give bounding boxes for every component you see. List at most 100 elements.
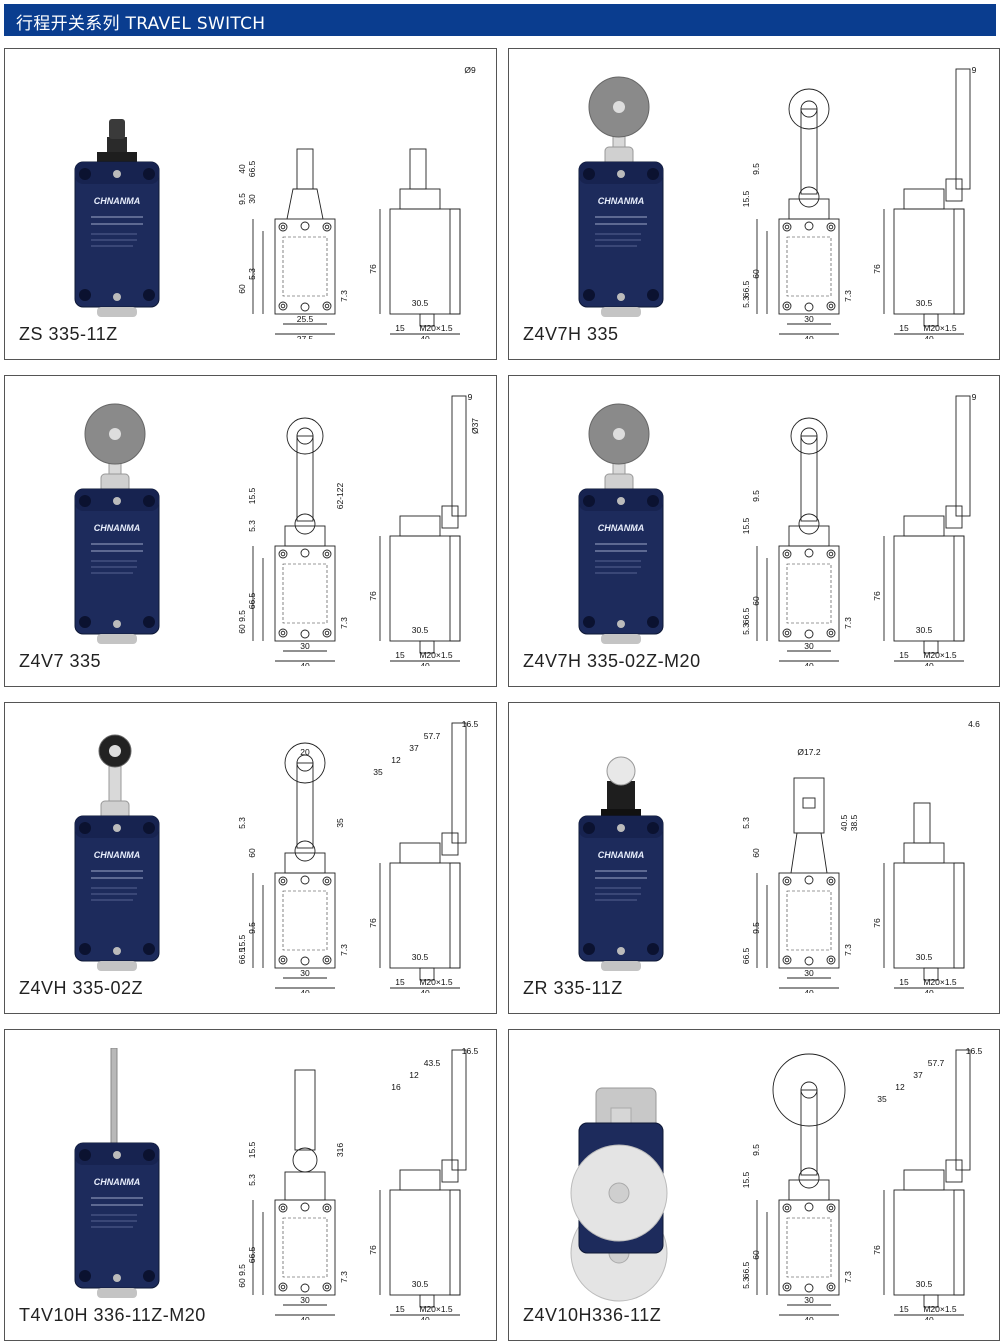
dimension-label: 76 <box>368 264 378 274</box>
product-model-label: Z4V7H 335 <box>523 324 619 344</box>
dimension-label: Ø37 <box>470 418 480 434</box>
dimension-label: 76 <box>872 918 882 928</box>
dimension-label: 5.3 <box>741 817 751 829</box>
dimension-label: 40 <box>420 661 430 666</box>
dimension-label: 15 <box>899 323 909 333</box>
actuator-image <box>97 119 137 164</box>
dimension-label: 30 <box>804 968 814 978</box>
dimension-label: 5.3 <box>247 520 257 532</box>
dimension-label: 15 <box>899 650 909 660</box>
brand-logo-text: CHNANMA <box>94 1177 141 1187</box>
dimension-label: 38.5 <box>849 814 859 831</box>
dimension-label: 57.7 <box>928 1058 945 1068</box>
dimension-label: 15.5 <box>741 190 751 207</box>
dimension-label: 62-122 <box>335 482 345 509</box>
dimension-label: 60 <box>237 284 247 294</box>
dimension-label: 60 <box>237 624 247 634</box>
product-photo: CHNANMA <box>74 734 160 971</box>
dimension-label: 5.3 <box>247 1174 257 1186</box>
dimension-label: 15 <box>899 977 909 987</box>
dimension-label: 7.3 <box>843 617 853 629</box>
product-photo <box>570 1087 668 1302</box>
dimension-label: 7.3 <box>339 290 349 302</box>
dimension-label: 35 <box>373 767 383 777</box>
dimension-label: 5.3 <box>741 296 751 308</box>
dimension-label: 40 <box>804 334 814 339</box>
dimension-label: 40 <box>924 334 934 339</box>
dimension-label: M20×1.5 <box>419 650 453 660</box>
brand-logo-text: CHNANMA <box>94 850 141 860</box>
dimension-label: 35 <box>335 818 345 828</box>
dimension-label: 5.3 <box>247 268 257 280</box>
dimension-label: 60 <box>751 269 761 279</box>
dimension-label: 40 <box>924 661 934 666</box>
dimension-label: 25.5 <box>297 314 314 324</box>
dimension-label: 30 <box>300 1295 310 1305</box>
dimension-label: 9.5 <box>751 1144 761 1156</box>
dimension-label: 16 <box>391 1082 401 1092</box>
product-model-label: ZR 335-11Z <box>523 978 623 998</box>
dimension-label: 76 <box>368 591 378 601</box>
dimension-label: 20 <box>300 747 310 757</box>
dimension-label: 37 <box>913 1070 923 1080</box>
dimension-label: 9.5 <box>247 922 257 934</box>
dimension-label: M20×1.5 <box>419 1304 453 1314</box>
dimension-label: 66.5 <box>247 160 257 177</box>
dimension-label: M20×1.5 <box>923 650 957 660</box>
dimension-label: 9.5 <box>751 490 761 502</box>
product-photo: CHNANMA <box>74 403 160 644</box>
dimension-label: 15 <box>395 977 405 987</box>
dimension-label: 12 <box>895 1082 905 1092</box>
dimension-label: 60 <box>247 848 257 858</box>
dimension-label: 40 <box>804 988 814 993</box>
brand-logo-text: CHNANMA <box>598 196 645 206</box>
dimension-label: 5.3 <box>741 1277 751 1289</box>
dimension-label: 76 <box>368 1245 378 1255</box>
dimension-label: 316 <box>335 1143 345 1157</box>
dimension-label: Ø17.2 <box>797 747 820 757</box>
dimension-label: 66.5 <box>741 607 751 624</box>
dimension-label: 27.5 <box>297 334 314 339</box>
dimension-label: 9.5 <box>237 193 247 205</box>
dimension-label: 12 <box>391 755 401 765</box>
dimension-label: 30.5 <box>916 1279 933 1289</box>
dimension-label: 30.5 <box>412 952 429 962</box>
dimension-label: 9 <box>468 392 473 402</box>
product-photo: CHNANMA <box>74 119 160 317</box>
product-photo: CHNANMA <box>74 1048 160 1298</box>
product-model-label: Z4V10H336-11Z <box>523 1305 662 1325</box>
dimension-label: Ø9 <box>464 65 476 75</box>
dimension-label: 15.5 <box>247 487 257 504</box>
dimension-label: 7.3 <box>339 944 349 956</box>
product-model-label: ZS 335-11Z <box>19 324 118 344</box>
dimension-label: 35 <box>877 1094 887 1104</box>
dimension-label: 66.5 <box>247 592 257 609</box>
dimension-label: 30.5 <box>916 952 933 962</box>
dimension-label: 60 <box>751 596 761 606</box>
dimension-label: 7.3 <box>339 1271 349 1283</box>
dimension-label: 9.5 <box>237 1264 247 1276</box>
dimension-label: 12 <box>409 1070 419 1080</box>
dimension-label: 7.3 <box>339 617 349 629</box>
dimension-label: 7.3 <box>843 290 853 302</box>
dimension-label: 5.3 <box>741 623 751 635</box>
dimension-label: 66.5 <box>741 1261 751 1278</box>
dimension-label: 30.5 <box>412 625 429 635</box>
